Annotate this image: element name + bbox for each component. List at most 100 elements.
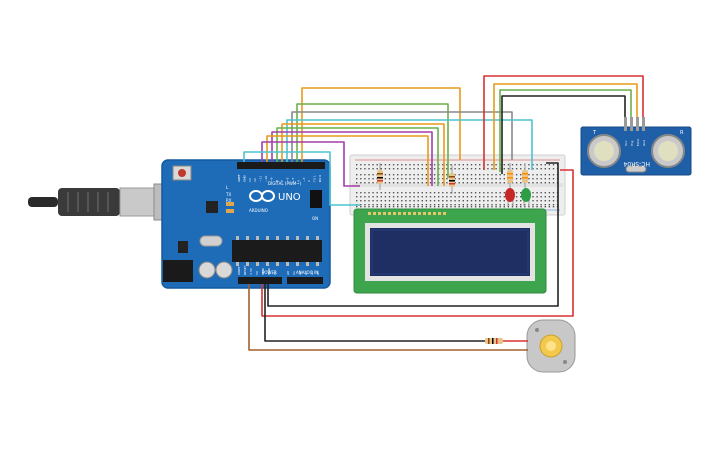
breadboard-hole <box>413 200 415 202</box>
breadboard-hole <box>503 200 505 202</box>
breadboard-hole <box>470 164 473 166</box>
breadboard-hole <box>536 204 538 206</box>
breadboard-hole <box>454 204 456 206</box>
breadboard-hole <box>401 164 403 166</box>
breadboard-hole <box>384 168 387 170</box>
breadboard-hole <box>372 204 374 206</box>
breadboard-hole <box>540 168 542 170</box>
wire-sensor-trig[interactable] <box>493 83 638 170</box>
arduino-uno-board[interactable]: UNO ARDUINO DIGITAL (PWM~) POWER ANALOG … <box>161 159 331 289</box>
resistor[interactable] <box>522 163 528 188</box>
wire-gray[interactable] <box>291 111 513 162</box>
wire-power-red[interactable] <box>261 169 574 317</box>
lcd-pin <box>433 212 436 215</box>
resistor[interactable] <box>377 163 383 190</box>
wire-motor-brown[interactable] <box>248 284 528 351</box>
sensor-pin-label: Trig <box>630 141 634 147</box>
breadboard-hole <box>450 164 452 166</box>
analog-header[interactable] <box>287 277 323 284</box>
breadboard-hole <box>548 200 551 202</box>
breadboard-hole <box>479 182 481 184</box>
wire-sensor-gnd[interactable] <box>501 95 626 174</box>
breadboard-hole <box>458 200 460 202</box>
sensor-pin-label: Gnd <box>642 140 646 146</box>
wire-orange-2[interactable] <box>281 123 445 186</box>
breadboard-hole <box>380 206 382 208</box>
breadboard-hole <box>380 200 382 202</box>
wire-cyan-2[interactable] <box>243 151 360 206</box>
wire-orange[interactable] <box>301 87 461 162</box>
breadboard-hole <box>392 174 395 176</box>
breadboard-hole <box>536 182 538 184</box>
breadboard-hole <box>413 206 415 208</box>
breadboard-hole <box>421 192 423 194</box>
breadboard-hole <box>429 200 432 202</box>
wire-sensor-vcc[interactable] <box>483 75 644 170</box>
breadboard-hole <box>450 200 452 202</box>
power-header[interactable] <box>238 277 282 284</box>
breadboard-hole <box>356 192 358 194</box>
breadboard-hole <box>532 204 534 206</box>
breadboard-hole <box>392 168 395 170</box>
resistor[interactable] <box>449 165 455 194</box>
breadboard-hole <box>438 206 440 208</box>
wire-power-black[interactable] <box>267 162 559 307</box>
breadboard-hole <box>442 168 444 170</box>
reset-button[interactable] <box>178 169 186 177</box>
breadboard-hole <box>507 164 510 166</box>
breadboard-hole <box>474 196 477 198</box>
breadboard-hole <box>479 200 481 202</box>
breadboard-hole <box>392 200 395 202</box>
breadboard-hole <box>515 204 518 206</box>
breadboard-hole <box>364 164 366 166</box>
green-led[interactable] <box>521 188 531 206</box>
breadboard-hole <box>425 196 428 198</box>
breadboard-hole <box>421 200 423 202</box>
resistor[interactable] <box>507 163 513 188</box>
wire-purple[interactable] <box>271 131 433 186</box>
breadboard-hole <box>540 192 542 194</box>
breadboard-hole <box>483 182 485 184</box>
breadboard-hole <box>405 196 407 198</box>
digital-pin-label: ~10 <box>264 176 268 182</box>
wire-sensor-echo[interactable] <box>499 89 632 172</box>
breadboard-hole <box>528 168 530 170</box>
breadboard-hole <box>425 204 428 206</box>
breadboard-hole <box>491 178 493 180</box>
red-led[interactable] <box>505 188 515 206</box>
breadboard-hole <box>442 182 444 184</box>
breadboard-hole <box>532 182 534 184</box>
breadboard-hole <box>442 174 444 176</box>
breadboard-hole <box>429 174 432 176</box>
breadboard-hole <box>520 192 522 194</box>
led-tx-label: TX <box>225 192 231 197</box>
analog-pin-label: A0 <box>286 271 290 275</box>
digital-header[interactable] <box>237 162 325 169</box>
wire-cyan[interactable] <box>286 119 533 170</box>
wire-green[interactable] <box>296 103 449 178</box>
wire-green-2[interactable] <box>276 127 439 186</box>
breadboard-hole <box>401 200 403 202</box>
breadboard-hole <box>479 192 481 194</box>
breadboard-hole <box>540 206 542 208</box>
breadboard-hole <box>360 206 362 208</box>
wire-orange-3[interactable] <box>266 135 429 186</box>
breadboard-hole <box>392 206 395 208</box>
breadboard-hole <box>409 182 411 184</box>
breadboard-hole <box>446 192 448 194</box>
breadboard-hole <box>491 204 493 206</box>
dc-motor[interactable] <box>526 319 576 373</box>
breadboard-hole <box>552 182 555 184</box>
breadboard-hole <box>356 182 358 184</box>
wire-purple-2[interactable] <box>261 141 360 187</box>
breadboard-hole <box>364 192 366 194</box>
breadboard-hole <box>487 178 489 180</box>
breadboard-hole <box>392 164 395 166</box>
lcd-display[interactable] <box>353 208 547 294</box>
breadboard-hole <box>495 164 497 166</box>
breadboard-hole <box>380 204 382 206</box>
breadboard-hole <box>515 174 518 176</box>
breadboard-hole <box>384 196 387 198</box>
wire-motor-black[interactable] <box>264 284 485 342</box>
